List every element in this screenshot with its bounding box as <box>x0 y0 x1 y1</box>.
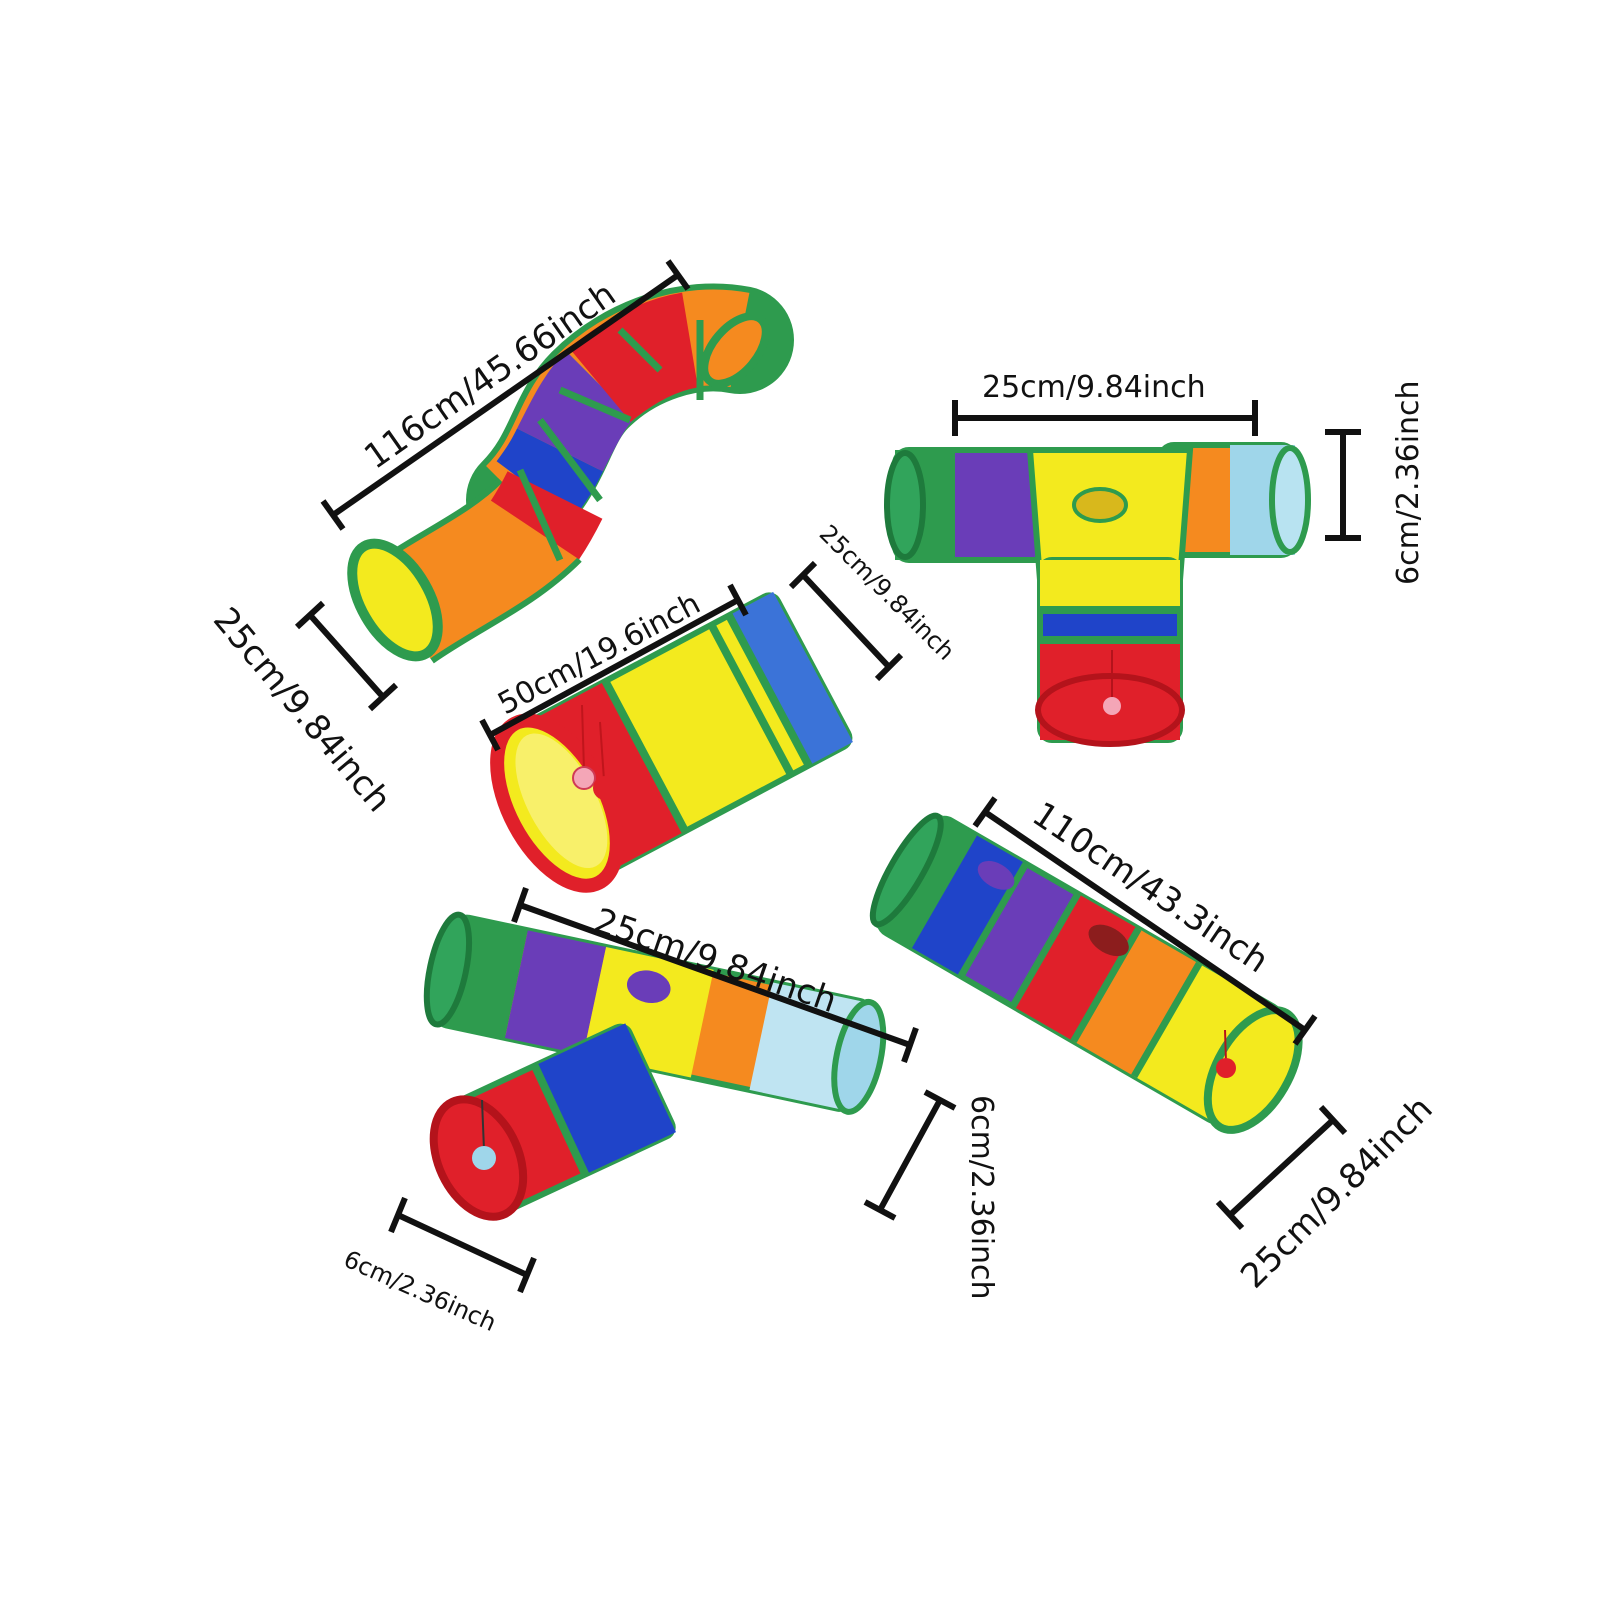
straight-tunnel <box>869 812 1303 1134</box>
short-tunnel <box>490 591 853 893</box>
label-t-tunnel-left-height: 6cm/2.36inch <box>340 1245 501 1337</box>
dimension-t-tunnel-right-height: 6cm/2.36inch <box>863 1089 999 1300</box>
label-s-tunnel-diameter: 25cm/9.84inch <box>205 600 399 820</box>
s-shaped-tunnel <box>347 283 794 664</box>
y-shaped-tunnel <box>884 442 1311 747</box>
dimension-s-tunnel-diameter: 25cm/9.84inch <box>205 600 399 820</box>
dimension-t-tunnel-left-height: 6cm/2.36inch <box>340 1196 537 1337</box>
dimension-y-tunnel-width: 25cm/9.84inch <box>952 370 1258 436</box>
label-y-tunnel-width: 25cm/9.84inch <box>982 370 1206 405</box>
dimension-y-tunnel-height: 6cm/2.36inch <box>1325 380 1426 585</box>
label-y-tunnel-height: 6cm/2.36inch <box>1391 380 1426 585</box>
label-t-tunnel-right-height: 6cm/2.36inch <box>964 1095 999 1300</box>
